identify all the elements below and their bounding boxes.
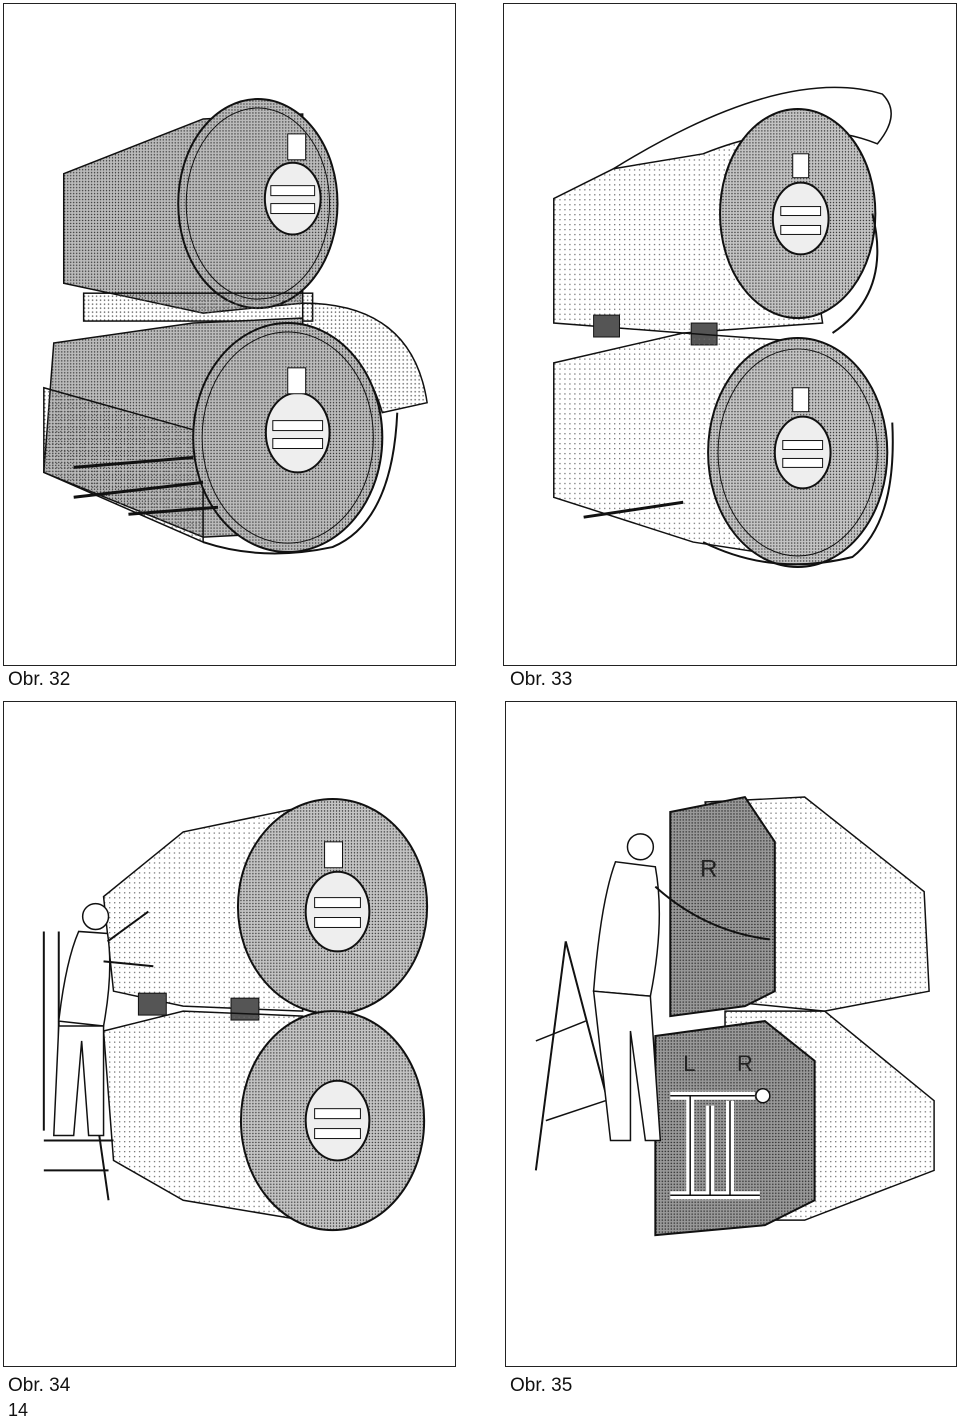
figure-33-caption: Obr. 33: [510, 669, 573, 690]
figure-33-illustration: [553, 86, 894, 568]
label-fig35-bottom-left: L: [683, 1051, 695, 1076]
figure-32-panel: [3, 3, 456, 666]
figure-33-panel: [503, 3, 957, 666]
figure-34-caption: Obr. 34: [8, 1375, 71, 1396]
figure-32-illustration: [43, 98, 428, 555]
figure-35-caption: Obr. 35: [510, 1375, 573, 1396]
label-fig35-top: R: [700, 856, 717, 883]
figure-35-panel: R L R: [505, 701, 957, 1367]
figure-35-illustration: R L R: [534, 795, 935, 1237]
figure-34-panel: [3, 701, 456, 1367]
label-fig35-bottom-right: R: [737, 1051, 753, 1076]
page-number: 14: [8, 1400, 29, 1420]
figure-34-illustration: [42, 798, 429, 1232]
figure-32-caption: Obr. 32: [8, 669, 71, 690]
